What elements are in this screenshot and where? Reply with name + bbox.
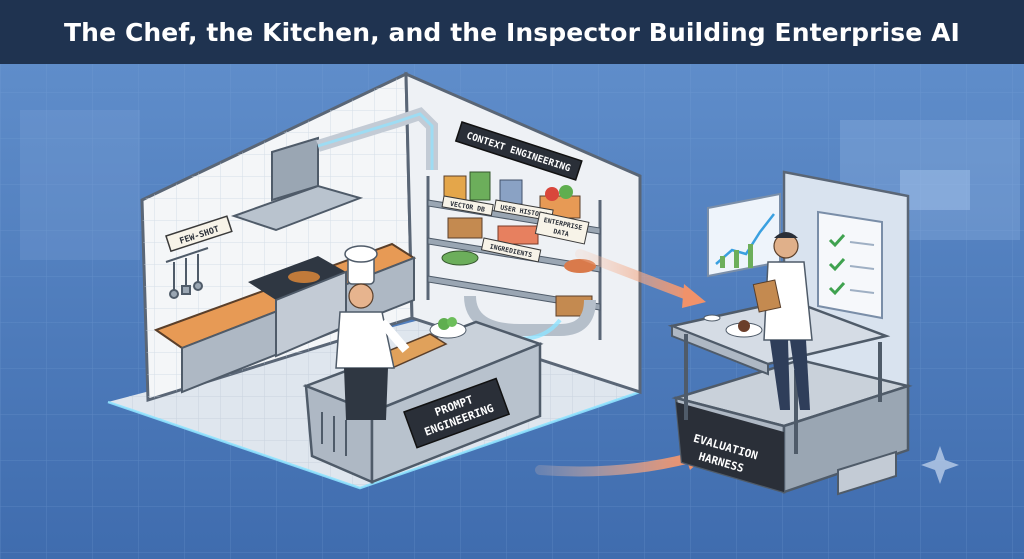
checklist [818, 212, 882, 318]
frying-pan [288, 271, 320, 283]
inspector-station: EVALUATION HARNESS [672, 172, 908, 494]
page-title: The Chef, the Kitchen, and the Inspector… [64, 18, 960, 47]
illustration: FEW-SHOT [0, 64, 1024, 559]
title-bar: The Chef, the Kitchen, and the Inspector… [0, 0, 1024, 64]
